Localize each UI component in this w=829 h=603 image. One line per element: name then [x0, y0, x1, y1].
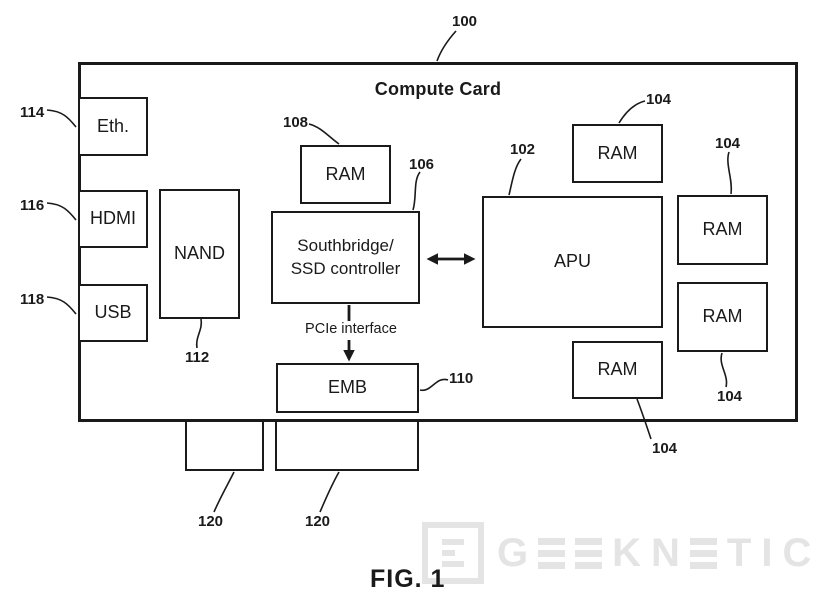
leader-114 — [46, 109, 77, 128]
watermark-letter — [538, 537, 566, 569]
block-eth-label: Eth. — [96, 115, 130, 136]
block-connector-tab-1 — [185, 420, 264, 471]
block-connector-tab-2 — [275, 420, 419, 471]
ref-118: 118 — [20, 291, 45, 308]
watermark-letter: G — [497, 531, 529, 575]
block-nand-label: NAND — [173, 243, 225, 264]
block-apu: APU — [482, 196, 663, 328]
block-ram-center-label: RAM — [325, 163, 366, 184]
block-ram-top: RAM — [572, 124, 663, 183]
ref-110: 110 — [449, 370, 474, 387]
ref-106: 106 — [409, 156, 435, 173]
ref-112: 112 — [185, 349, 210, 366]
watermark-letter: C — [782, 531, 812, 575]
block-usb: USB — [78, 284, 148, 342]
ref-120-right: 120 — [305, 513, 331, 530]
block-emb-label: EMB — [327, 377, 367, 398]
block-southbridge-label-line1: Southbridge/ — [297, 236, 394, 256]
leader-100 — [436, 30, 457, 62]
block-southbridge-label-line2: SSD controller — [290, 258, 401, 278]
block-ram-right-upper: RAM — [677, 195, 768, 265]
ref-116: 116 — [20, 197, 45, 214]
diagram-title: Compute Card — [374, 79, 502, 99]
leader-120-right — [319, 471, 340, 513]
watermark-letter — [689, 537, 717, 569]
leader-120-left — [213, 471, 235, 513]
block-ram-right-lower-label: RAM — [702, 306, 743, 327]
ref-104-right-lower: 104 — [717, 388, 743, 405]
geeknetic-logo-icon — [422, 522, 484, 584]
ref-100: 100 — [452, 13, 478, 30]
geeknetic-logo-e-glyph — [442, 539, 464, 567]
ref-114: 114 — [20, 104, 45, 121]
block-emb: EMB — [276, 363, 419, 413]
leader-118 — [46, 296, 77, 315]
ref-104-bottom: 104 — [652, 440, 678, 457]
block-hdmi: HDMI — [78, 190, 148, 248]
block-nand: NAND — [159, 189, 240, 319]
block-ram-top-label: RAM — [597, 142, 638, 163]
block-southbridge: Southbridge/ SSD controller — [271, 211, 420, 304]
block-hdmi-label: HDMI — [90, 208, 136, 229]
block-ram-bottom-label: RAM — [597, 359, 638, 380]
pcie-interface-label: PCIe interface — [297, 321, 405, 337]
block-ram-right-lower: RAM — [677, 282, 768, 352]
block-ram-center: RAM — [300, 145, 391, 204]
ref-108: 108 — [283, 114, 309, 131]
ref-104-right-upper: 104 — [715, 135, 741, 152]
watermark-letter: N — [651, 531, 680, 575]
block-ram-bottom: RAM — [572, 341, 663, 399]
figure-caption: FIG. 1 — [370, 565, 446, 593]
ref-120-left: 120 — [198, 513, 224, 530]
block-ram-right-upper-label: RAM — [702, 219, 743, 240]
watermark-letter — [575, 537, 603, 569]
ref-104-top: 104 — [646, 91, 672, 108]
block-eth: Eth. — [78, 97, 148, 156]
leader-116 — [46, 202, 77, 221]
block-usb-label: USB — [94, 302, 132, 323]
watermark-letter: K — [612, 531, 642, 575]
watermark-letter: T — [726, 531, 752, 575]
watermark-letter: I — [761, 531, 773, 575]
block-apu-label: APU — [553, 251, 591, 272]
ref-102: 102 — [510, 141, 536, 158]
